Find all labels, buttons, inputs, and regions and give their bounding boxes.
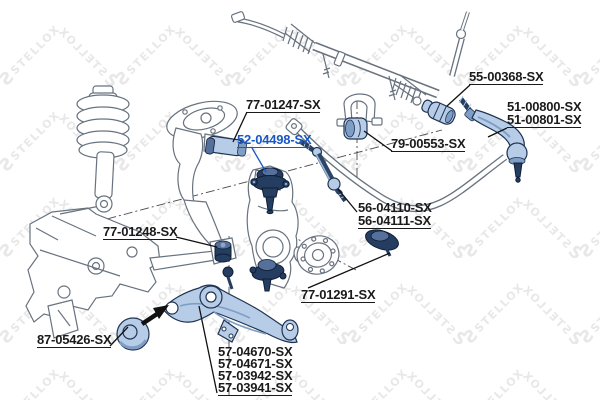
part-label-87-05426[interactable]: 87-05426-SX: [37, 332, 112, 348]
part-57-04670-control-arm[interactable]: [162, 284, 299, 344]
leader-lines: [109, 84, 508, 394]
part-label-52-04498-selected[interactable]: 52-04498-SX: [237, 132, 312, 148]
part-label-56-04111[interactable]: 56-04111-SX: [358, 213, 431, 229]
part-label-56-04110[interactable]: 56-04110-SX: [358, 200, 432, 215]
subframe-line-art: [25, 205, 229, 339]
part-label-77-01247[interactable]: 77-01247-SX: [246, 97, 321, 113]
assembly-arrow: [140, 305, 169, 326]
part-label-57-03942[interactable]: 57-03942-SX: [218, 368, 293, 383]
steering-rack-line-art: [230, 11, 470, 106]
part-label-79-00553[interactable]: 79-00553-SX: [391, 136, 466, 152]
part-79-00553-bushing[interactable]: [343, 117, 368, 140]
part-label-77-01291[interactable]: 77-01291-SX: [301, 287, 376, 303]
part-52-04498-ball-joint[interactable]: [250, 167, 290, 215]
part-77-01248-bushing[interactable]: [214, 240, 232, 263]
part-label-51-00800[interactable]: 51-00800-SX: [507, 99, 582, 114]
part-label-57-04671[interactable]: 57-04671-SX: [218, 356, 293, 371]
part-label-57-04670[interactable]: 57-04670-SX: [218, 344, 293, 359]
stabilizer-bar-line-art: [285, 93, 508, 213]
part-55-00368-coupler[interactable]: [419, 97, 457, 126]
wheel-hub-line-art: [293, 235, 340, 275]
part-label-57-03941[interactable]: 57-03941-SX: [218, 380, 293, 396]
part-51-00800-tie-rod-end[interactable]: [458, 95, 528, 183]
part-label-77-01248[interactable]: 77-01248-SX: [103, 224, 178, 240]
part-label-51-00801[interactable]: 51-00801-SX: [507, 112, 582, 128]
part-77-01291-ball-joint[interactable]: [222, 226, 401, 292]
spring-strut-line-art: [76, 85, 130, 213]
part-label-55-00368[interactable]: 55-00368-SX: [469, 69, 544, 85]
